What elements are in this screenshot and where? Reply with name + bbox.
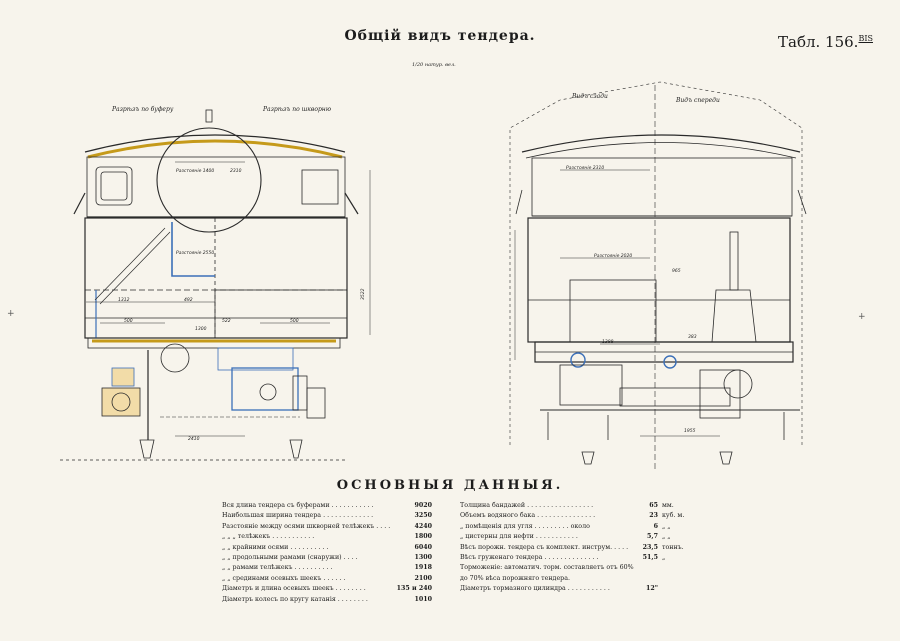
data-row-label: Разстояніе между осями шкворней телѣжекъ…	[222, 522, 391, 530]
data-row: Наибольшая ширина тендера . . . . . . . …	[222, 511, 432, 521]
data-row: Діаметръ тормазного цилиндра . . . . . .…	[460, 584, 690, 594]
dim-1312: 1312	[118, 297, 130, 303]
dim-1955: 1955	[684, 428, 696, 434]
dim-492: 492	[184, 297, 193, 303]
dim-1300: 1300	[195, 326, 207, 332]
data-row-label: „ „ „ телѣжекъ . . . . . . . . . . .	[222, 533, 315, 541]
data-row-label: „ „ рамами телѣжекъ . . . . . . . . . .	[222, 564, 333, 572]
data-row: Объемъ водяного бака . . . . . . . . . .…	[460, 511, 690, 521]
dim-522: 522	[222, 318, 231, 324]
data-row-unit: „ „	[662, 533, 671, 541]
left-tender-section	[60, 109, 371, 461]
data-row-label: Толщина бандажей . . . . . . . . . . . .…	[460, 502, 594, 509]
data-row-value: 2100	[414, 574, 432, 582]
data-row: до 70% вѣса порожняго тендера.	[460, 574, 690, 584]
data-row: „ „ продольными рамами (снаружи) . . . .…	[222, 553, 432, 563]
data-row: „ цистерны для нефти . . . . . . . . . .…	[460, 532, 690, 542]
data-row-unit: „ „	[662, 522, 671, 530]
data-row: „ помѣщенія для угля . . . . . . . . . о…	[460, 522, 690, 532]
data-row: Вѣсъ груженаго тендера . . . . . . . . .…	[460, 553, 690, 563]
dim-2410: 2410	[188, 436, 200, 442]
data-row-value: 1300	[414, 553, 432, 561]
data-row-value: 65	[649, 502, 658, 509]
scale-note: 1/20 натур. вел.	[412, 62, 456, 68]
data-row: Торможеніе: автоматич. торм. составляетъ…	[460, 563, 690, 573]
data-row-label: Вся длина тендера съ буферами . . . . . …	[222, 502, 374, 509]
table-number: Табл. 156.BIS	[778, 33, 873, 51]
data-column-left: Вся длина тендера съ буферами . . . . . …	[222, 501, 432, 605]
table-number-label: Табл. 156.	[778, 33, 859, 51]
view-label-section-buffer: Разрѣзъ по буферу	[112, 106, 174, 113]
data-row-value: 1010	[414, 595, 432, 603]
view-label-front-view: Видъ спереди	[676, 97, 720, 104]
dim-3522: 3522	[360, 288, 366, 300]
data-row-unit: куб. м.	[662, 512, 685, 520]
main-data-title: ОСНОВНЫЯ ДАННЫЯ.	[336, 478, 564, 493]
registration-mark-right: +	[858, 312, 866, 322]
data-row-value: 4240	[414, 522, 432, 530]
data-row-unit: тоннъ.	[662, 543, 684, 551]
data-row-label: Вѣсъ порожн. тендера съ комплект. инстру…	[460, 543, 629, 551]
data-row: Разстояніе между осями шкворней телѣжекъ…	[222, 522, 432, 532]
dim-500b: 500	[290, 318, 299, 324]
data-row-value: 3250	[414, 512, 432, 520]
data-row: Діаметръ колесъ по кругу катанія . . . .…	[222, 595, 432, 605]
data-row: Толщина бандажей . . . . . . . . . . . .…	[460, 501, 690, 511]
data-row-label: „ цистерны для нефти . . . . . . . . . .…	[460, 533, 578, 541]
data-row-value: 51,5	[642, 553, 658, 561]
data-row: Вѣсъ порожн. тендера съ комплект. инстру…	[460, 543, 690, 553]
right-tender-views	[509, 81, 807, 470]
data-row-label: „ „ продольными рамами (снаружи) . . . .	[222, 553, 358, 561]
data-row-label: „ „ срединами осевыхъ шеекъ . . . . . .	[222, 574, 346, 582]
dim-500a: 500	[124, 318, 133, 324]
data-column-right: Толщина бандажей . . . . . . . . . . . .…	[460, 501, 690, 595]
data-row-label: Объемъ водяного бака . . . . . . . . . .…	[460, 512, 596, 520]
data-row-label: „ помѣщенія для угля . . . . . . . . . о…	[460, 522, 590, 530]
data-row: Вся длина тендера съ буферами . . . . . …	[222, 501, 432, 511]
data-row-label: Наибольшая ширина тендера . . . . . . . …	[222, 512, 374, 520]
dim-965: 965	[672, 268, 681, 274]
data-row-value: 1918	[414, 564, 432, 572]
data-row: „ „ „ телѣжекъ . . . . . . . . . . . 1800	[222, 532, 432, 542]
table-number-suffix: BIS	[858, 34, 873, 43]
data-row-value: 23	[649, 512, 658, 520]
data-row-label: Діаметръ тормазного цилиндра . . . . . .…	[460, 585, 610, 593]
data-row: „ „ крайними осями . . . . . . . . . . 60…	[222, 543, 432, 553]
dim-2550: Разстояніе 2550	[176, 250, 214, 256]
data-row-label: Вѣсъ груженаго тендера . . . . . . . . .…	[460, 553, 599, 561]
data-row-label: Діаметръ и длина осевыхъ шеекъ . . . . .…	[222, 585, 366, 593]
dim-383: 383	[688, 334, 697, 340]
data-row-value: 6	[653, 522, 658, 530]
data-row-value: 5,7	[647, 533, 658, 541]
data-row-label: „ „ крайними осями . . . . . . . . . .	[222, 543, 329, 551]
data-row-label: до 70% вѣса порожняго тендера.	[460, 574, 570, 582]
data-row: Діаметръ и длина осевыхъ шеекъ . . . . .…	[222, 584, 432, 594]
data-row: „ „ рамами телѣжекъ . . . . . . . . . . 1…	[222, 563, 432, 573]
data-row-value: 12"	[645, 585, 658, 593]
data-row-unit: „	[662, 553, 666, 561]
view-label-section-pivot: Разрѣзъ по шкворню	[263, 106, 332, 113]
data-row-value: 6040	[414, 543, 432, 551]
dim-1400: Разстояніе 1400	[176, 168, 214, 174]
dim-1388: 1388	[602, 339, 614, 345]
data-row-value: 23,5	[642, 543, 658, 551]
dim-2310: 2310	[230, 168, 242, 174]
view-label-rear-view: Видъ сзади	[572, 93, 608, 100]
dim-2310-right: Разстояніе 2310	[566, 165, 604, 171]
data-row-value: 9020	[414, 502, 432, 509]
data-row: „ „ срединами осевыхъ шеекъ . . . . . . 2…	[222, 574, 432, 584]
data-row-label: Торможеніе: автоматич. торм. составляетъ…	[460, 564, 634, 572]
data-row-value: 135 и 240	[396, 585, 432, 593]
dim-2020: Разстояніе 2020	[594, 253, 632, 259]
page-title: Общій видъ тендера.	[344, 28, 536, 44]
data-row-unit: мм.	[662, 502, 674, 509]
registration-mark-left: +	[7, 309, 15, 319]
data-row-label: Діаметръ колесъ по кругу катанія . . . .…	[222, 595, 368, 603]
data-row-value: 1800	[414, 533, 432, 541]
